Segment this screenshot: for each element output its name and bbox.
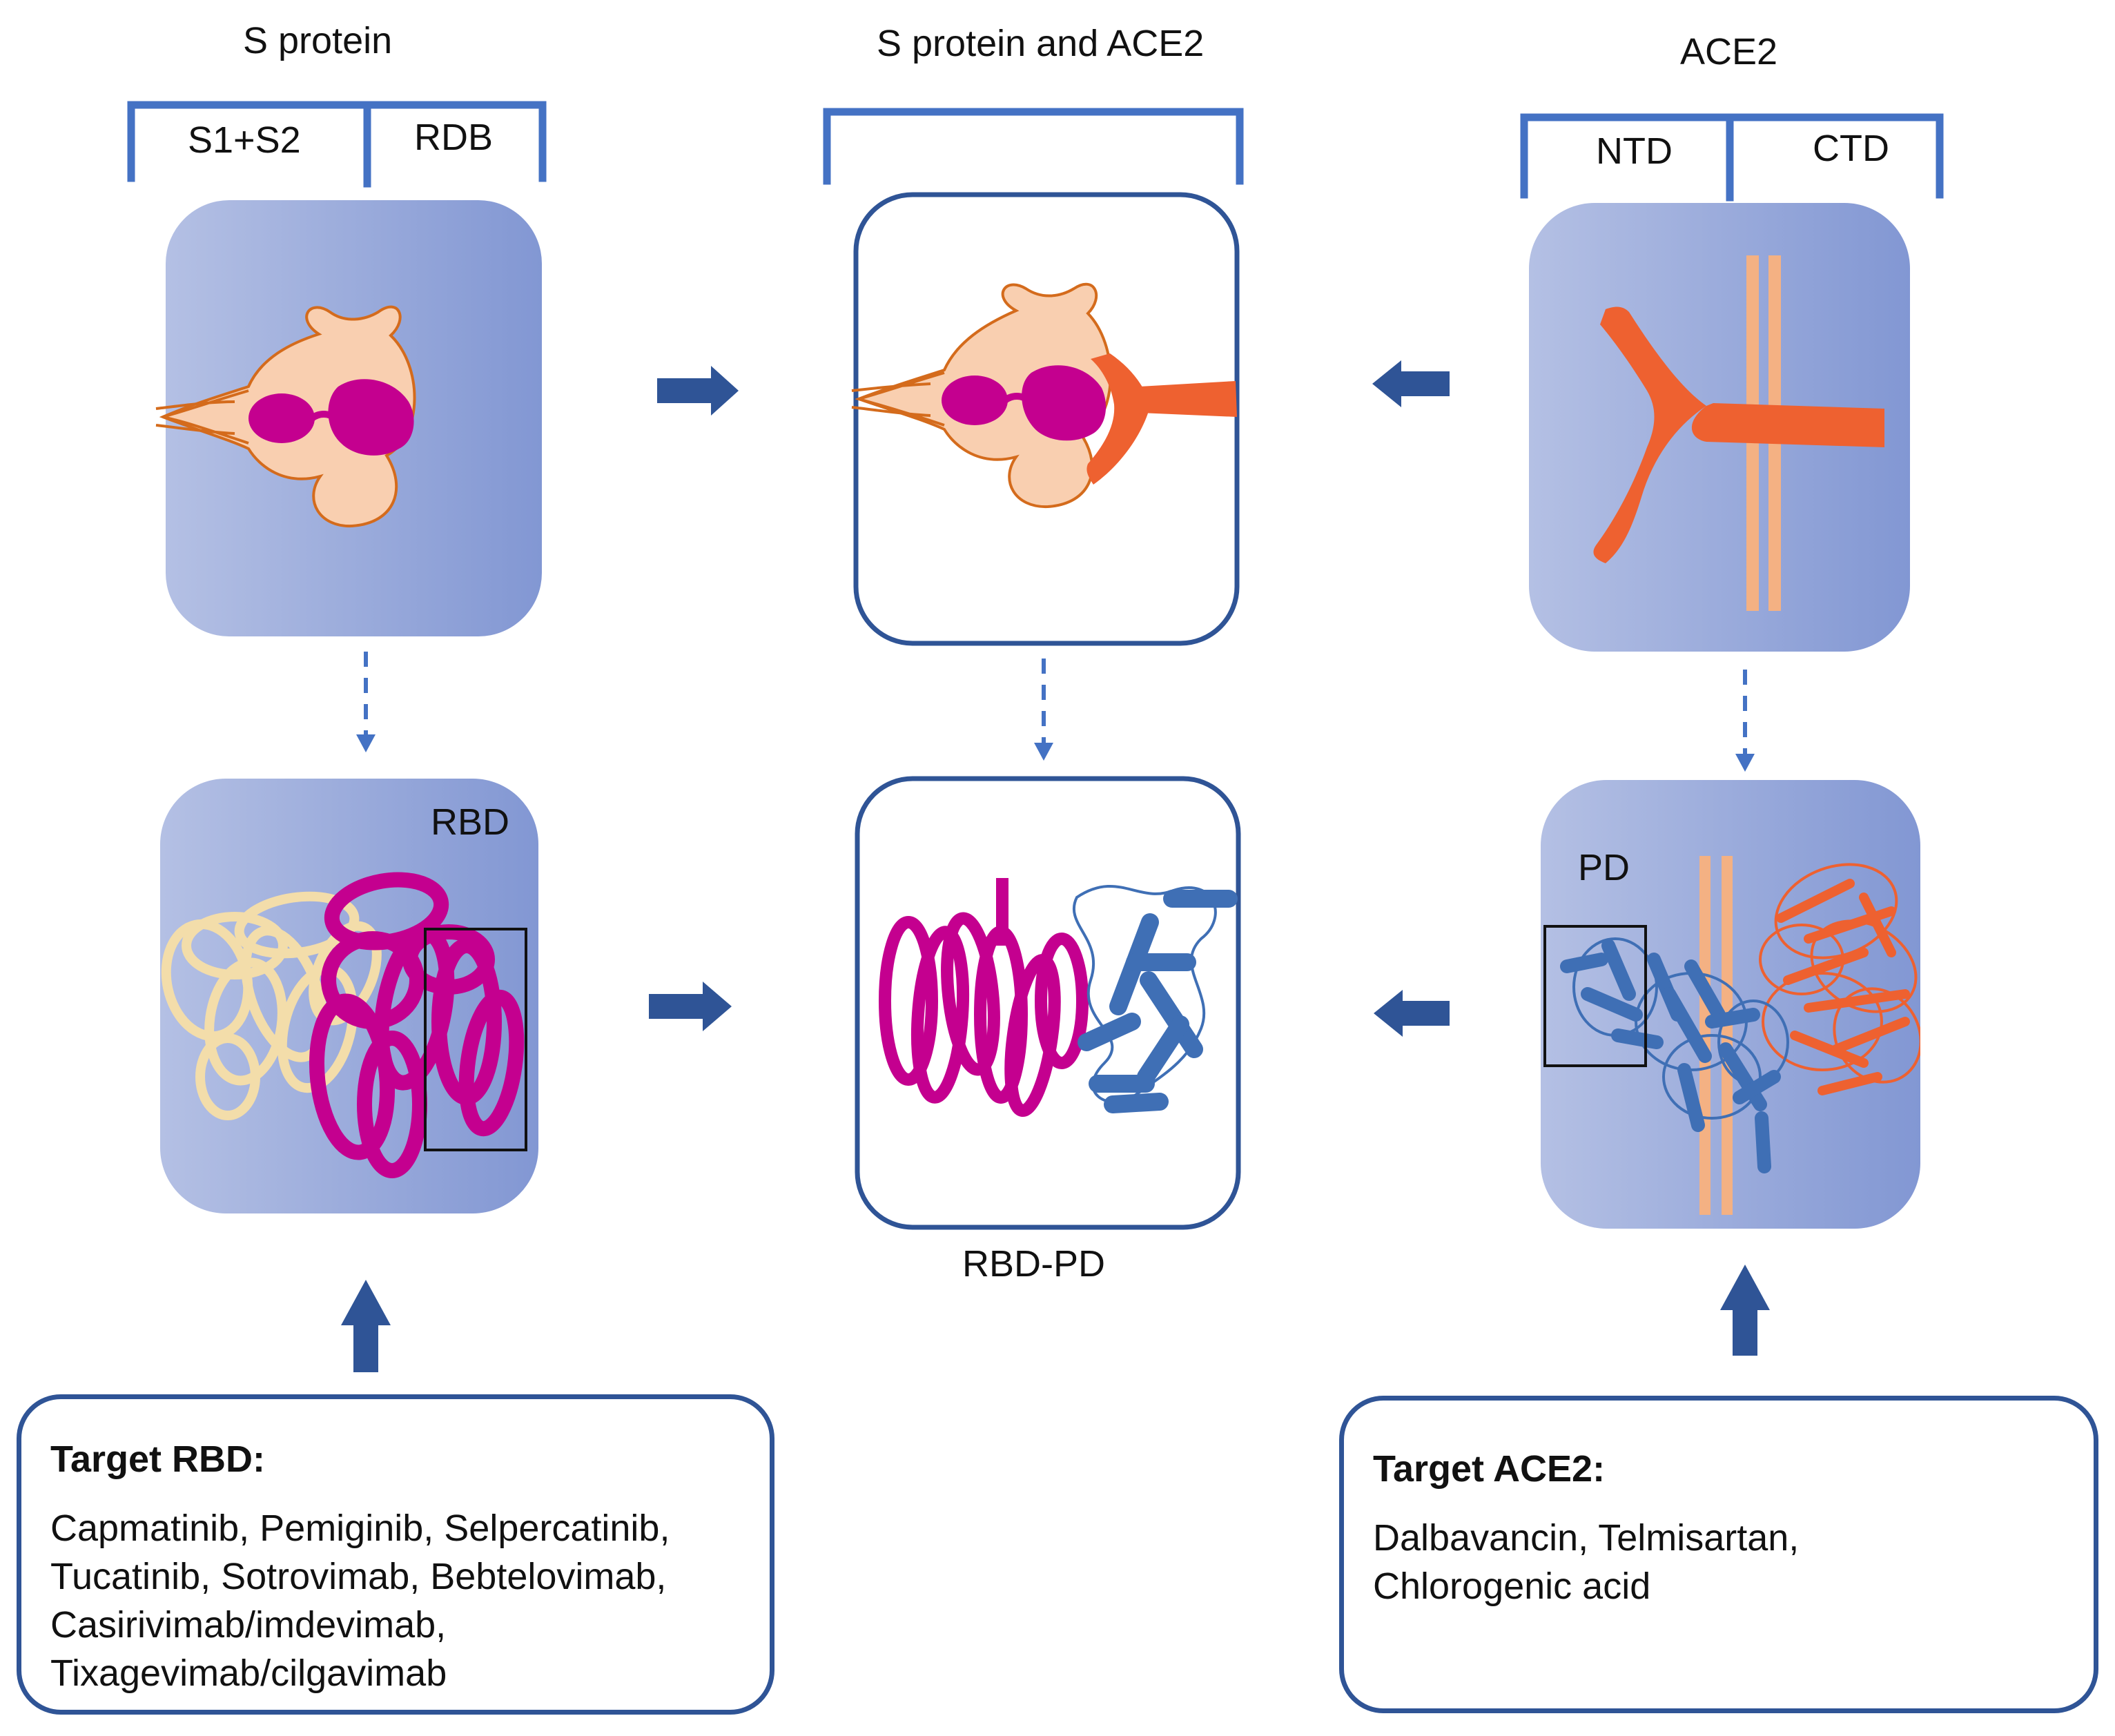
- ctd-label: CTD: [1813, 128, 1889, 169]
- rbd-structure: [161, 872, 525, 1178]
- rbd-pd-panel: [855, 776, 1241, 1230]
- rbd-label: RBD: [431, 801, 510, 843]
- complex-bracket: [823, 108, 1244, 185]
- pd-label: PD: [1578, 847, 1630, 888]
- target-rbd-line-3: Casirivimab/imdevimab,: [50, 1604, 447, 1646]
- target-ace2-title: Target ACE2:: [1373, 1448, 1606, 1490]
- pd-highlight-box: [1543, 925, 1647, 1067]
- pd-structure: [1560, 856, 1920, 1215]
- target-rbd-line-1: Capmatinib, Pemiginib, Selpercatinib,: [50, 1508, 670, 1549]
- target-ace2-line-1: Dalbavancin, Telmisartan,: [1373, 1517, 1800, 1559]
- arrow-up-right: [1720, 1265, 1770, 1356]
- arrow-left-bottom: [1374, 990, 1450, 1037]
- arrow-up-left: [341, 1280, 391, 1372]
- target-rbd-line-4: Tixagevimab/cilgavimab: [50, 1652, 447, 1694]
- rbd-pd-label: RBD-PD: [962, 1243, 1106, 1285]
- arrow-left-top: [1372, 360, 1450, 407]
- target-rbd-line-2: Tucatinib, Sotrovimab, Bebtelovimab,: [50, 1556, 667, 1597]
- ace2-title: ACE2: [1680, 31, 1778, 72]
- arrow-right-bottom: [649, 982, 732, 1031]
- complex-schematic: [851, 282, 1237, 509]
- s-protein-schematic: [155, 305, 416, 528]
- target-rbd-box: Target RBD: Capmatinib, Pemiginib, Selpe…: [17, 1394, 774, 1715]
- s1-s2-label: S1+S2: [188, 119, 301, 161]
- ace2-schematic: [1593, 255, 1884, 611]
- rbd-pd-structure: [879, 878, 1238, 1117]
- s-protein-bracket: [127, 101, 547, 182]
- rdb-label: RDB: [414, 117, 494, 158]
- ntd-label: NTD: [1596, 130, 1673, 172]
- target-ace2-line-2: Chlorogenic acid: [1373, 1566, 1651, 1607]
- arrow-right-top: [657, 366, 739, 416]
- s-protein-title: S protein: [243, 20, 393, 61]
- target-ace2-box: Target ACE2: Dalbavancin, Telmisartan, C…: [1339, 1396, 2098, 1713]
- target-rbd-title: Target RBD:: [50, 1438, 266, 1480]
- rbd-highlight-box: [424, 928, 527, 1151]
- complex-title: S protein and ACE2: [877, 23, 1205, 64]
